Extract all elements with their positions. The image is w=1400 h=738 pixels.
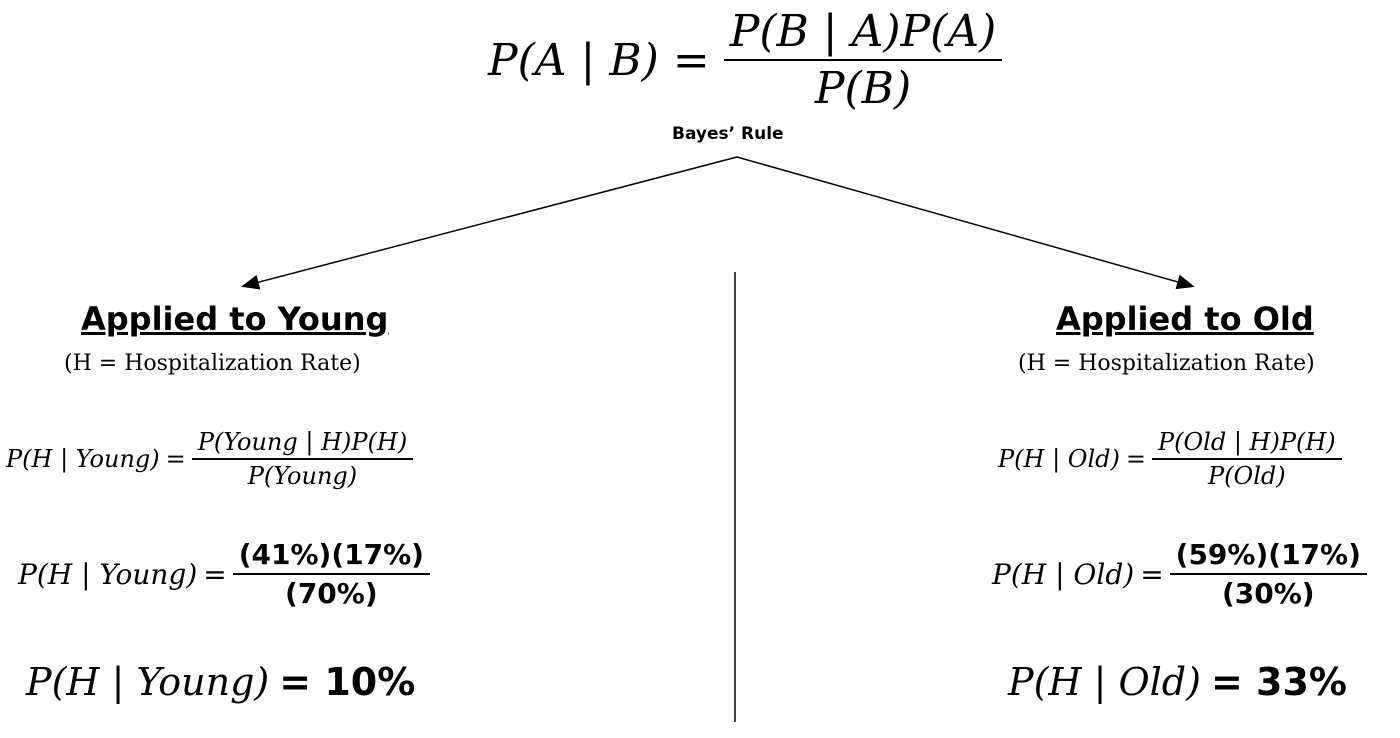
old-substituted-equals: =	[1140, 557, 1164, 591]
bayes-lhs: P(A | B)	[488, 34, 659, 86]
bayes-rule-label: Bayes’ Rule	[672, 124, 784, 144]
old-formula-equals: =	[1125, 445, 1146, 473]
young-substituted-equals: =	[203, 557, 227, 591]
old-formula: P(H | Old) = P(Old | H)P(H) P(Old)	[998, 428, 1342, 490]
bayes-equals: =	[672, 34, 710, 86]
young-substituted: P(H | Young) = (41%)(17%) (70%)	[18, 538, 430, 610]
young-formula: P(H | Young) = P(Young | H)P(H) P(Young)	[6, 428, 414, 490]
young-formula-lhs: P(H | Young)	[6, 445, 160, 473]
bayes-numerator: P(B | A)P(A)	[723, 6, 1003, 61]
young-formula-equals: =	[165, 445, 186, 473]
old-result-value: = 33%	[1210, 660, 1347, 704]
old-substituted-lhs: P(H | Old)	[992, 557, 1135, 591]
young-definition: (H = Hospitalization Rate)	[64, 351, 361, 376]
young-substituted-numerator: (41%)(17%)	[232, 538, 430, 575]
bayes-rule-formula: P(A | B) = P(B | A)P(A) P(B)	[488, 6, 1003, 114]
young-result-value: = 10%	[279, 660, 416, 704]
young-result-expression: P(H | Young)	[26, 660, 270, 704]
old-formula-lhs: P(H | Old)	[998, 445, 1120, 473]
arrow-to-young	[241, 156, 738, 290]
young-substituted-lhs: P(H | Young)	[18, 557, 198, 591]
old-formula-numerator: P(Old | H)P(H)	[1151, 428, 1342, 460]
old-definition: (H = Hospitalization Rate)	[1018, 351, 1315, 376]
young-heading: Applied to Young	[81, 300, 389, 338]
old-formula-denominator: P(Old)	[1208, 462, 1286, 490]
young-formula-denominator: P(Young)	[247, 462, 358, 490]
old-substituted: P(H | Old) = (59%)(17%) (30%)	[992, 538, 1367, 610]
old-heading: Applied to Old	[1056, 300, 1314, 338]
young-formula-fraction: P(Young | H)P(H) P(Young)	[191, 428, 414, 490]
bayes-fraction: P(B | A)P(A) P(B)	[723, 6, 1003, 114]
young-substituted-denominator: (70%)	[285, 577, 378, 610]
old-formula-fraction: P(Old | H)P(H) P(Old)	[1151, 428, 1342, 490]
old-substituted-numerator: (59%)(17%)	[1169, 538, 1367, 575]
old-result-expression: P(H | Old)	[1008, 660, 1201, 704]
old-substituted-fraction: (59%)(17%) (30%)	[1169, 538, 1367, 610]
young-result: P(H | Young) = 10%	[26, 660, 415, 704]
young-formula-numerator: P(Young | H)P(H)	[191, 428, 414, 460]
young-substituted-fraction: (41%)(17%) (70%)	[232, 538, 430, 610]
old-substituted-denominator: (30%)	[1221, 577, 1315, 610]
bayes-denominator: P(B)	[814, 63, 912, 114]
arrow-to-old	[736, 156, 1195, 290]
old-result: P(H | Old) = 33%	[1008, 660, 1347, 704]
